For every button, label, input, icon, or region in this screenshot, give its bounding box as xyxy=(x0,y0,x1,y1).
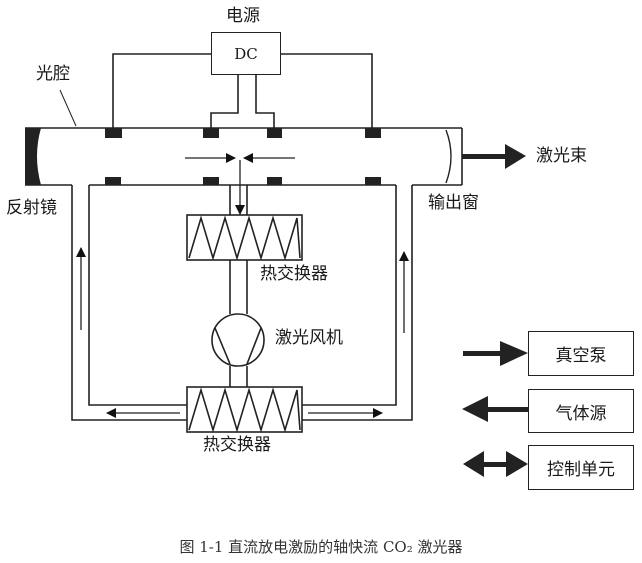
electrode xyxy=(105,177,121,185)
heat-exchanger-bottom xyxy=(186,386,303,433)
legend-arrow-left xyxy=(462,396,528,422)
figure-caption: 图 1-1 直流放电激励的轴快流 CO₂ 激光器 xyxy=(179,538,463,556)
reflector-mirror xyxy=(25,128,41,185)
laser-beam-arrow xyxy=(462,144,526,169)
electrode xyxy=(267,177,282,185)
legend-gas-source: 气体源 xyxy=(528,389,634,433)
output-window xyxy=(445,129,452,184)
legend-arrow-right xyxy=(463,341,528,366)
heat-exchanger-top xyxy=(186,214,303,261)
legend-vacuum-pump: 真空泵 xyxy=(528,331,634,376)
gas-return-loop xyxy=(71,185,413,421)
blower-label: 激光风机 xyxy=(275,328,343,348)
output-window-label: 输出窗 xyxy=(428,193,479,213)
dc-label: DC xyxy=(234,44,258,63)
legend-control-unit: 控制单元 xyxy=(528,445,634,490)
power-wires xyxy=(112,53,373,128)
heat-exchanger-top-label: 热交换器 xyxy=(260,264,328,284)
electrode xyxy=(203,177,219,185)
reflector-label: 反射镜 xyxy=(6,198,57,218)
cavity-label: 光腔 xyxy=(36,64,70,84)
cavity-leader-line xyxy=(59,89,77,127)
electrode xyxy=(203,128,219,138)
blower-fan xyxy=(211,313,265,367)
electrode xyxy=(267,128,282,138)
dc-power-box: DC xyxy=(211,32,281,75)
electrode xyxy=(365,128,381,138)
legend-gas-source-label: 气体源 xyxy=(555,403,607,424)
electrode xyxy=(365,177,381,185)
laser-beam-label: 激光束 xyxy=(536,146,587,166)
legend-vacuum-pump-label: 真空泵 xyxy=(555,346,607,366)
legend-control-unit-label: 控制单元 xyxy=(547,460,615,480)
power-supply-label: 电源 xyxy=(226,6,260,26)
heat-exchanger-bottom-label: 热交换器 xyxy=(203,435,271,455)
electrodes xyxy=(105,128,381,185)
optical-cavity xyxy=(25,127,463,186)
electrode xyxy=(105,128,122,138)
legend-arrow-both xyxy=(463,451,528,477)
